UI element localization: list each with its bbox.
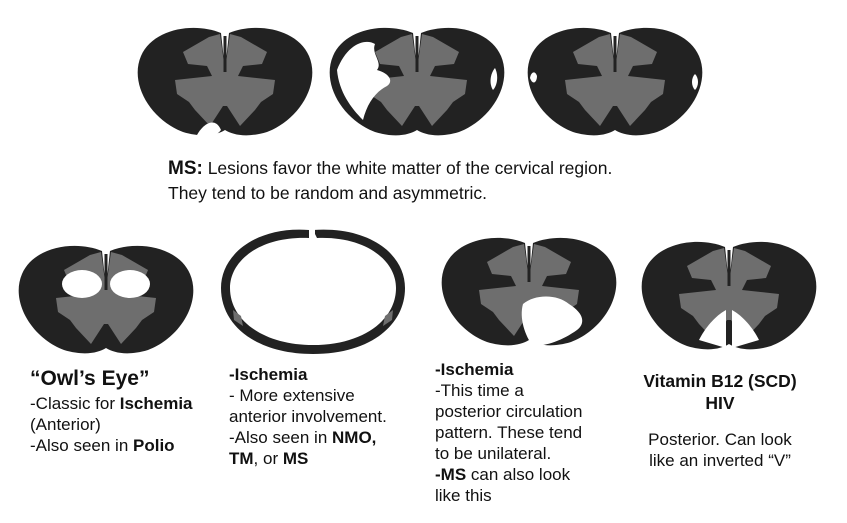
ms-caption-line-2: They tend to be random and asymmetric.	[168, 183, 488, 203]
caption-text: -Classic for	[30, 394, 120, 413]
caption-bold-term: Ischemia	[119, 394, 193, 413]
caption-text: -This time a	[435, 381, 524, 400]
ms-caption: MS: Lesions favor the white matter of th…	[168, 156, 728, 205]
lesion	[530, 72, 537, 83]
hiv-title: HIV	[705, 393, 735, 413]
lesion	[337, 41, 391, 121]
ms-cord-1	[130, 18, 320, 142]
lesion	[732, 310, 759, 348]
lesion	[110, 270, 150, 298]
caption-text: like an inverted “V”	[649, 451, 791, 470]
caption-text: like this	[435, 486, 492, 505]
ms-cord-2	[322, 18, 512, 142]
lesion	[521, 296, 583, 346]
caption-text: -Also seen in	[229, 428, 332, 447]
ischemia-posterior-cord	[434, 228, 624, 352]
caption-bold-term: NMO,	[332, 428, 377, 447]
ms-caption-line-1: Lesions favor the white matter of the ce…	[207, 158, 613, 178]
ms-cord-3	[520, 18, 710, 142]
caption-bold-term: MS	[282, 449, 309, 468]
caption-bold-term: Polio	[133, 436, 175, 455]
caption-text: -Also seen in	[30, 436, 133, 455]
lesion	[699, 310, 726, 348]
ischemia-posterior-caption: -Ischemia -This time a posterior circula…	[435, 359, 582, 506]
lesion	[62, 270, 102, 298]
caption-text: Posterior. Can look	[648, 430, 792, 449]
caption-text: (Anterior)	[30, 415, 101, 434]
ischemia-anterior-cord	[218, 226, 408, 358]
caption-text: - More extensive	[229, 386, 355, 405]
caption-text: can also look	[466, 465, 571, 484]
caption-bold-term: TM	[229, 449, 254, 468]
lesion	[692, 74, 698, 90]
caption-text: posterior circulation	[435, 402, 583, 421]
caption-text: , or	[253, 449, 283, 468]
b12-scd-caption: Vitamin B12 (SCD) HIV Posterior. Can loo…	[620, 370, 820, 471]
caption-text: anterior involvement.	[229, 407, 387, 426]
ms-lead: MS:	[168, 158, 203, 179]
caption-text: to be unilateral.	[435, 444, 552, 463]
b12-scd-cord	[634, 232, 824, 356]
caption-text: pattern. These tend	[435, 423, 583, 442]
ischemia-anterior-caption: -Ischemia - More extensive anterior invo…	[229, 364, 387, 469]
owls-eye-caption: “Owl’s Eye” -Classic for Ischemia (Anter…	[30, 366, 193, 456]
ischemia-title: -Ischemia	[435, 360, 514, 379]
lesion	[490, 68, 498, 90]
owls-eye-title: “Owl’s Eye”	[30, 367, 150, 390]
owls-eye-cord	[11, 236, 201, 360]
lesion	[197, 122, 221, 138]
ischemia-title: -Ischemia	[229, 365, 308, 384]
b12-title: Vitamin B12 (SCD)	[643, 371, 797, 391]
caption-bold-term: -MS	[435, 465, 467, 484]
